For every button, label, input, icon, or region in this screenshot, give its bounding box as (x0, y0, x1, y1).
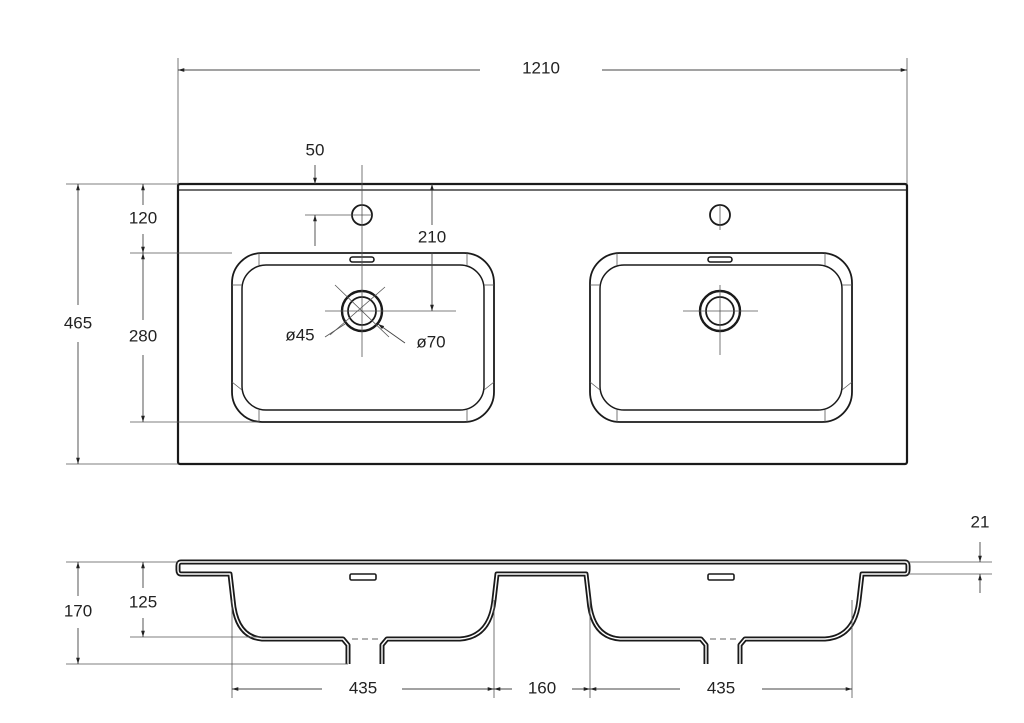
left-bowl (231, 165, 495, 423)
svg-text:120: 120 (129, 208, 157, 227)
svg-text:435: 435 (707, 678, 735, 697)
dimension-280: 280 (129, 252, 259, 423)
basin-section-outline (175, 559, 911, 664)
dimension-120: 120 (129, 184, 157, 253)
svg-text:50: 50 (306, 140, 325, 159)
svg-text:280: 280 (129, 326, 157, 345)
svg-text:ø45: ø45 (285, 325, 314, 344)
dimension-170: 170 (64, 561, 348, 665)
dimension-drain-diameters: ø45 ø70 (285, 323, 446, 351)
right-bowl (589, 204, 853, 423)
svg-text:1210: 1210 (522, 58, 560, 77)
dimension-21: 21 (907, 512, 992, 593)
svg-text:435: 435 (349, 678, 377, 697)
countertop-outline (176, 182, 909, 466)
top-view: 1210 465 120 280 50 (64, 58, 909, 466)
svg-text:125: 125 (129, 592, 157, 611)
dimension-125: 125 (129, 562, 262, 638)
svg-text:210: 210 (418, 227, 446, 246)
svg-text:465: 465 (64, 313, 92, 332)
dimension-465: 465 (64, 183, 178, 465)
dimension-bottom-widths: 435 160 435 (231, 600, 853, 698)
dimension-210: 210 (418, 184, 446, 311)
dimension-1210: 1210 (177, 58, 908, 184)
overflow-slot (349, 573, 377, 581)
overflow-slot (707, 573, 735, 581)
svg-text:ø70: ø70 (416, 332, 445, 351)
dimension-50: 50 (305, 140, 372, 246)
svg-text:21: 21 (971, 512, 990, 531)
svg-text:170: 170 (64, 601, 92, 620)
side-view: 21 170 125 435 160 43 (64, 512, 992, 698)
svg-text:160: 160 (528, 678, 556, 697)
